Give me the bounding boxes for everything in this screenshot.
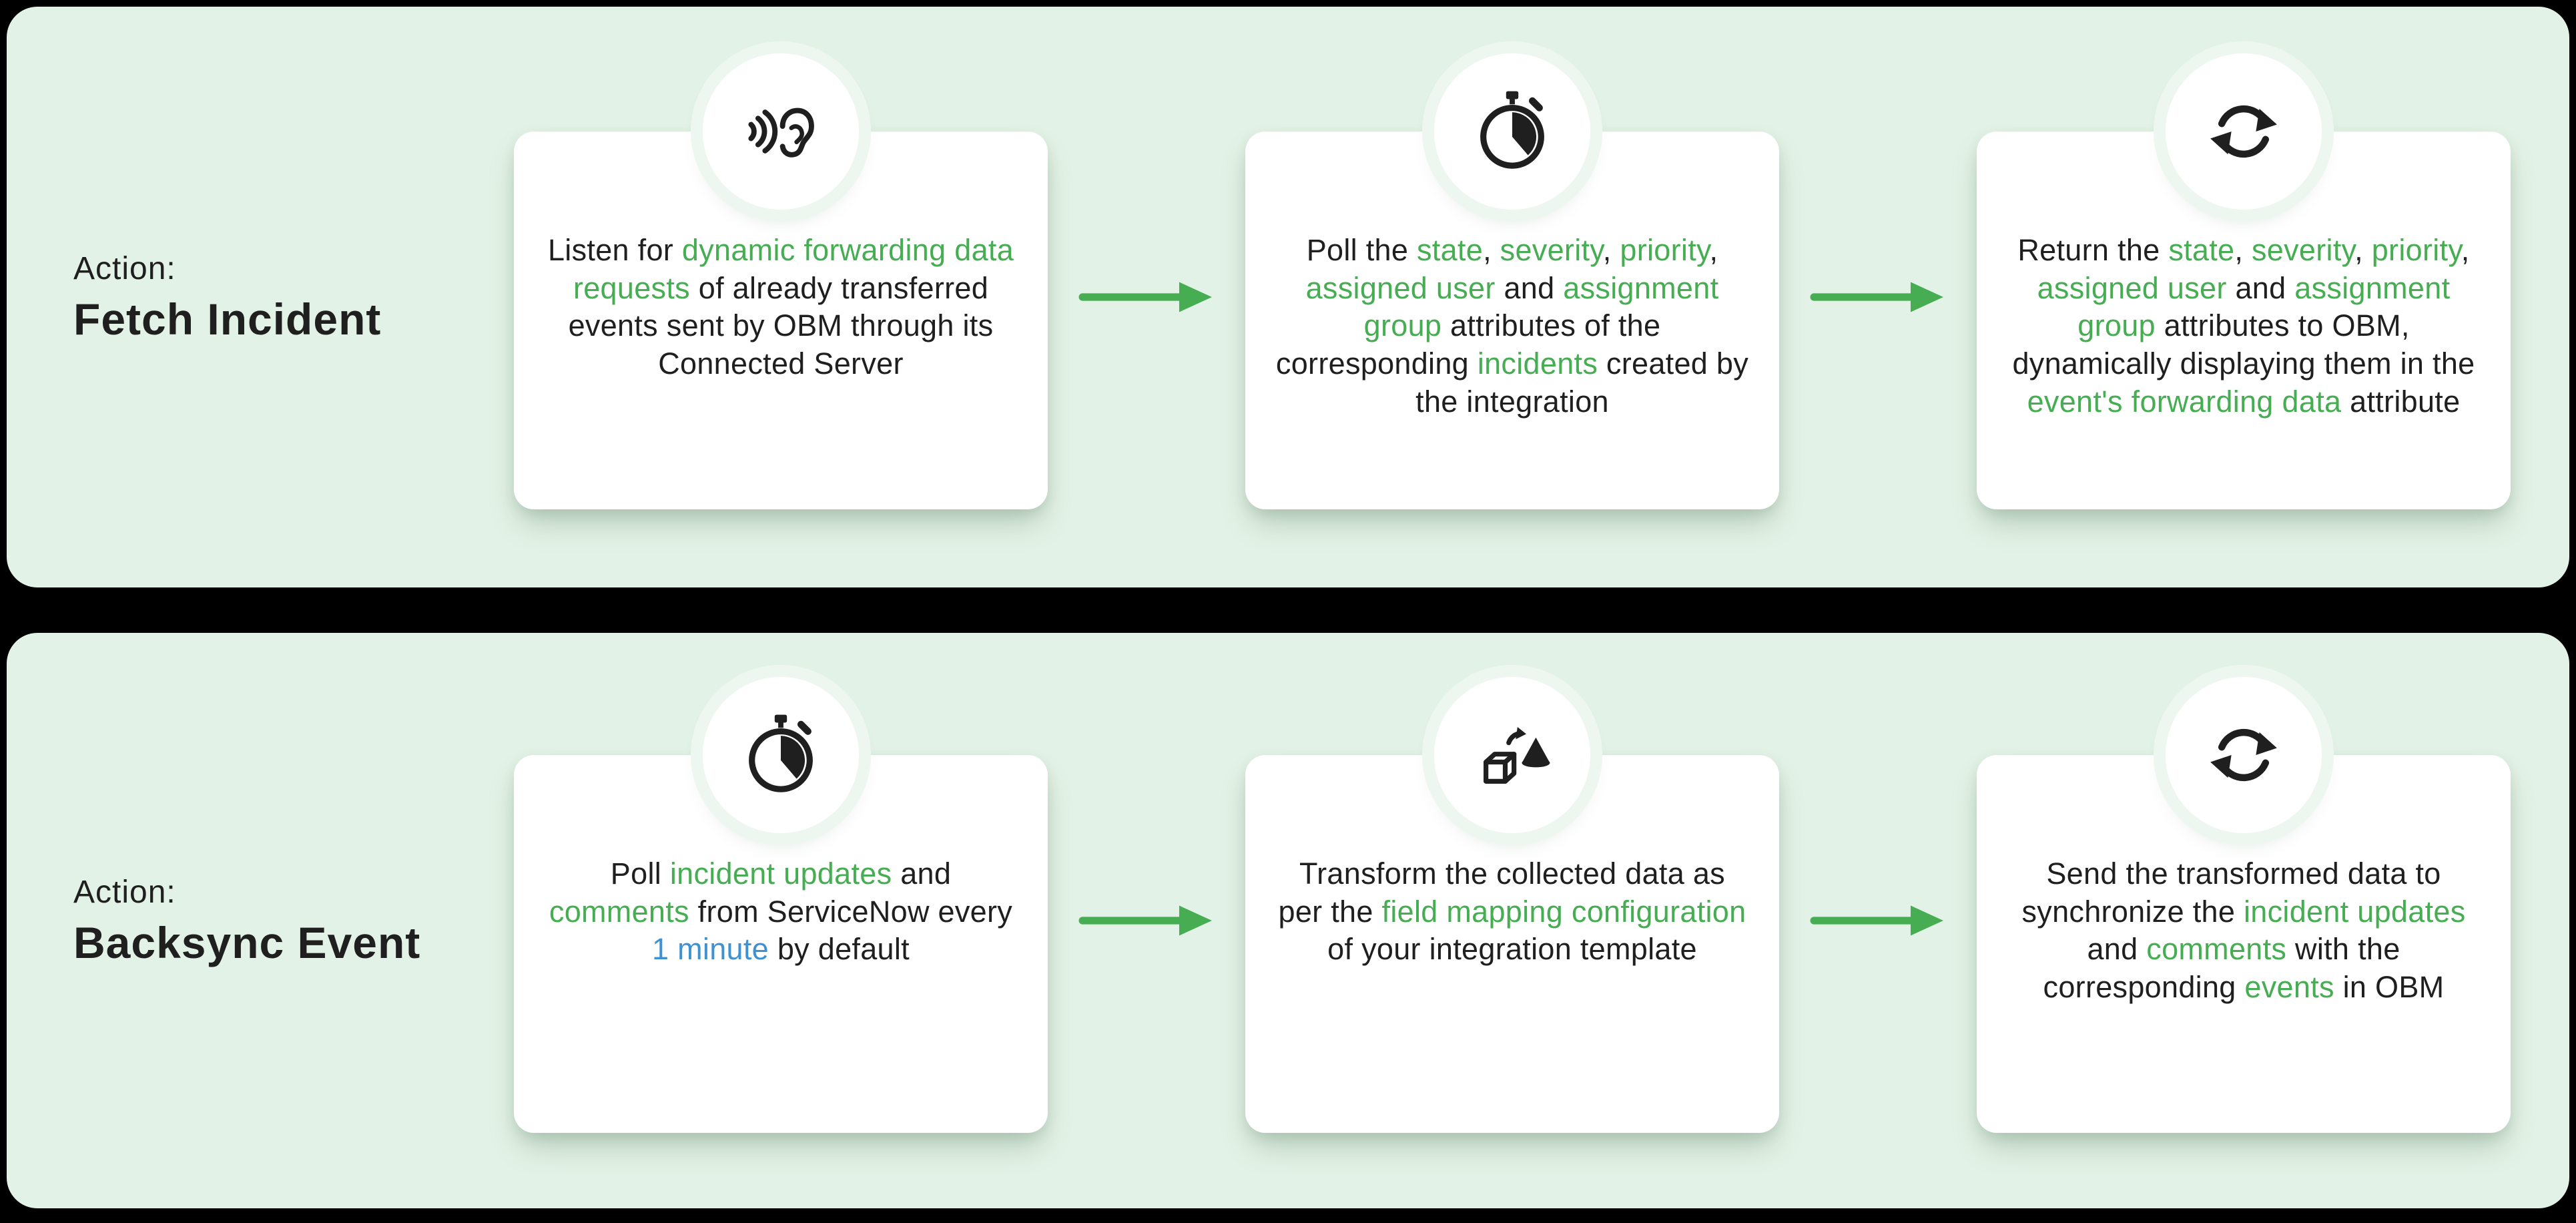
flow-arrow-icon [1810,900,1946,941]
panel-backsync-event: Action: Backsync Event Poll incident upd… [7,633,2569,1208]
stopwatch-icon [1434,53,1590,210]
card-poll-attributes: Poll the state, severity, priority, assi… [1245,53,1779,509]
flow-arrow-icon [1078,900,1215,941]
sync-icon [2166,53,2322,210]
sync-icon [2166,677,2322,833]
flow-arrow-icon [1078,276,1215,318]
panel-fetch-incident: Action: Fetch Incident Listen for dynami… [7,7,2569,587]
action-label-fetch-incident: Action: Fetch Incident [73,250,514,344]
action-kicker: Action: [73,874,176,910]
stopwatch-icon [703,677,859,833]
flow-arrow-icon [1810,276,1946,318]
listen-icon [703,53,859,210]
flow-fetch-incident: Listen for dynamic forwarding data reque… [514,53,2569,509]
card-text: Send the transformed data to synchronize… [2021,857,2466,1005]
card-send-data: Send the transformed data to synchronize… [1977,677,2511,1133]
card-transform-data: Transform the collected data as per the … [1245,677,1779,1133]
flow-backsync-event: Poll incident updates and comments from … [514,677,2569,1133]
action-label-backsync-event: Action: Backsync Event [73,874,514,968]
card-return-attributes: Return the state, severity, priority, as… [1977,53,2511,509]
card-text: Poll the state, severity, priority, assi… [1275,233,1749,419]
card-listen-requests: Listen for dynamic forwarding data reque… [514,53,1048,509]
action-kicker: Action: [73,250,176,286]
card-text: Transform the collected data as per the … [1278,857,1746,967]
transform-icon [1434,677,1590,833]
action-name: Fetch Incident [73,294,382,344]
card-text: Listen for dynamic forwarding data reque… [547,233,1014,381]
card-poll-updates: Poll incident updates and comments from … [514,677,1048,1133]
card-text: Poll incident updates and comments from … [549,857,1013,967]
action-name: Backsync Event [73,917,421,967]
card-text: Return the state, severity, priority, as… [2012,233,2475,419]
